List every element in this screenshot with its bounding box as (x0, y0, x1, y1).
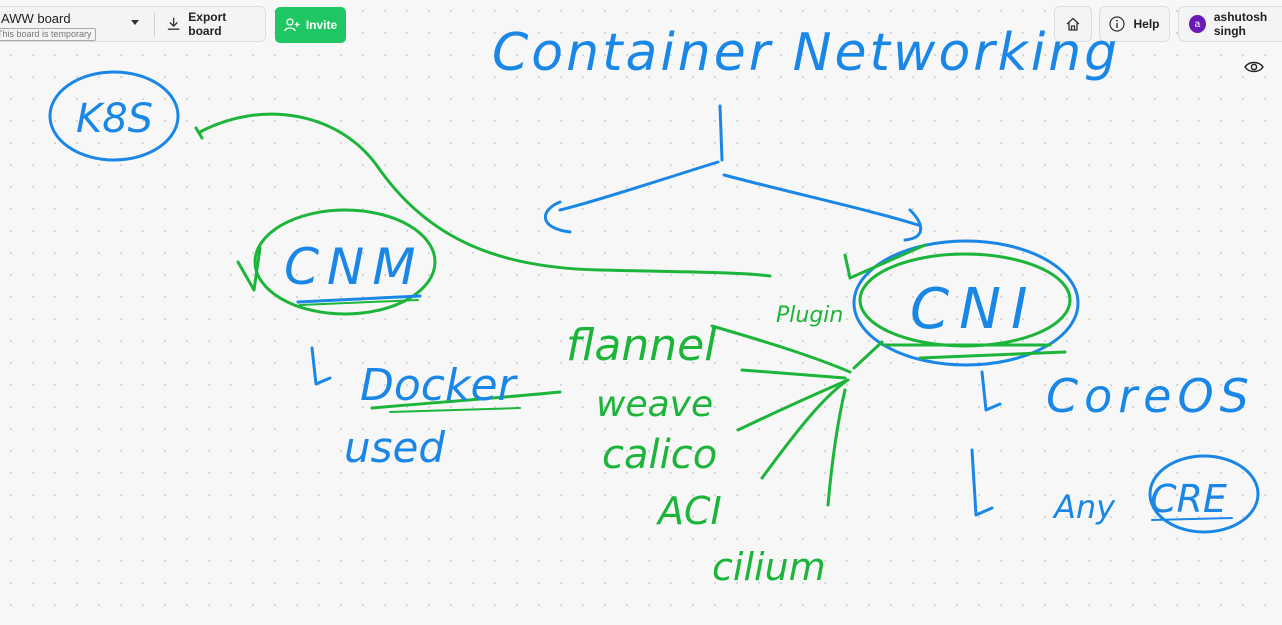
cre-label: CRE (1150, 477, 1227, 521)
home-icon (1066, 17, 1080, 31)
cnm-label: CNM (284, 238, 423, 296)
temporary-badge: This board is temporary (0, 28, 96, 41)
avatar: a (1189, 15, 1206, 33)
invite-button[interactable]: Invite (275, 7, 346, 43)
user-name: ashutosh singh (1213, 10, 1268, 38)
info-icon (1109, 16, 1126, 32)
plugin-aci: ACI (655, 489, 722, 533)
chevron-down-icon[interactable] (131, 20, 139, 25)
title-branch-arrow (543, 104, 923, 242)
plugin-rays (710, 324, 884, 507)
any-label: Any (1052, 488, 1116, 526)
k8s-label: K8S (76, 96, 153, 142)
cni-label: CNI (910, 277, 1038, 342)
home-button[interactable] (1054, 6, 1092, 42)
used-label: used (344, 423, 445, 472)
plugin-flannel: flannel (566, 320, 717, 371)
title-text: Container Networking (492, 23, 1120, 83)
board-name[interactable]: AWW board (1, 11, 71, 26)
coreos-label: CoreOS (1046, 369, 1255, 423)
help-label: Help (1133, 17, 1160, 31)
download-icon (167, 17, 180, 30)
cre-circle (1148, 454, 1260, 534)
k8s-circle (48, 70, 180, 162)
cnm-circle (236, 208, 437, 316)
add-user-icon (284, 18, 300, 32)
invite-label: Invite (305, 18, 338, 32)
help-button[interactable]: Help (1099, 6, 1170, 42)
docker-underline (370, 390, 562, 413)
plugin-calico: calico (602, 432, 717, 478)
user-menu-button[interactable]: a ashutosh singh (1178, 6, 1282, 42)
plugin-label: Plugin (776, 303, 843, 328)
export-board-label: Export board (188, 10, 227, 38)
export-board-button[interactable]: Export board (161, 7, 265, 41)
plugin-cilium: cilium (712, 545, 826, 589)
k8s-to-cni-curve (198, 112, 772, 278)
eye-icon[interactable] (1244, 60, 1264, 74)
plugin-weave: weave (596, 384, 713, 425)
docker-label: Docker (360, 360, 519, 411)
toolbar-divider (154, 13, 155, 37)
branch-marks (310, 346, 1002, 517)
cni-circle (843, 239, 1080, 367)
board-menu[interactable]: AWW board This board is temporary Export… (0, 6, 266, 42)
